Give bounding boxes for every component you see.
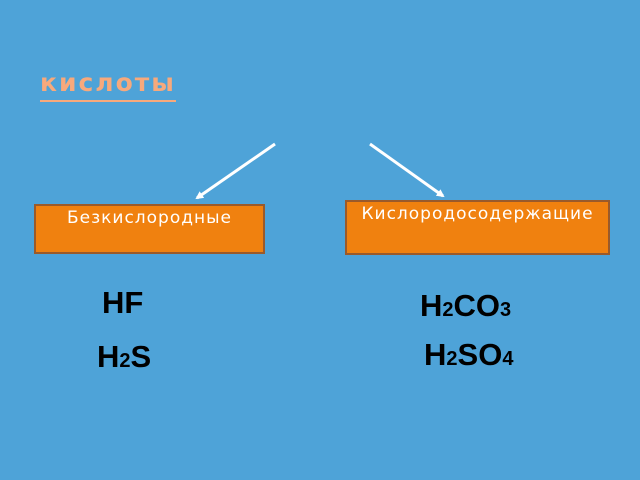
formula-h2co3: H2CO3 <box>420 288 512 323</box>
formula-h2s: H2S <box>97 339 152 374</box>
formula-h2so4: H2SO4 <box>424 337 514 372</box>
arrow-right-icon <box>369 142 445 198</box>
formula-hf: HF <box>102 285 144 320</box>
arrow-left-icon <box>195 142 276 200</box>
category-box-oxygen-free: Безкислородные <box>34 204 265 254</box>
slide-title: кислоты <box>40 68 176 102</box>
category-box-oxygen-containing: Кислородосодержащие <box>345 200 610 255</box>
